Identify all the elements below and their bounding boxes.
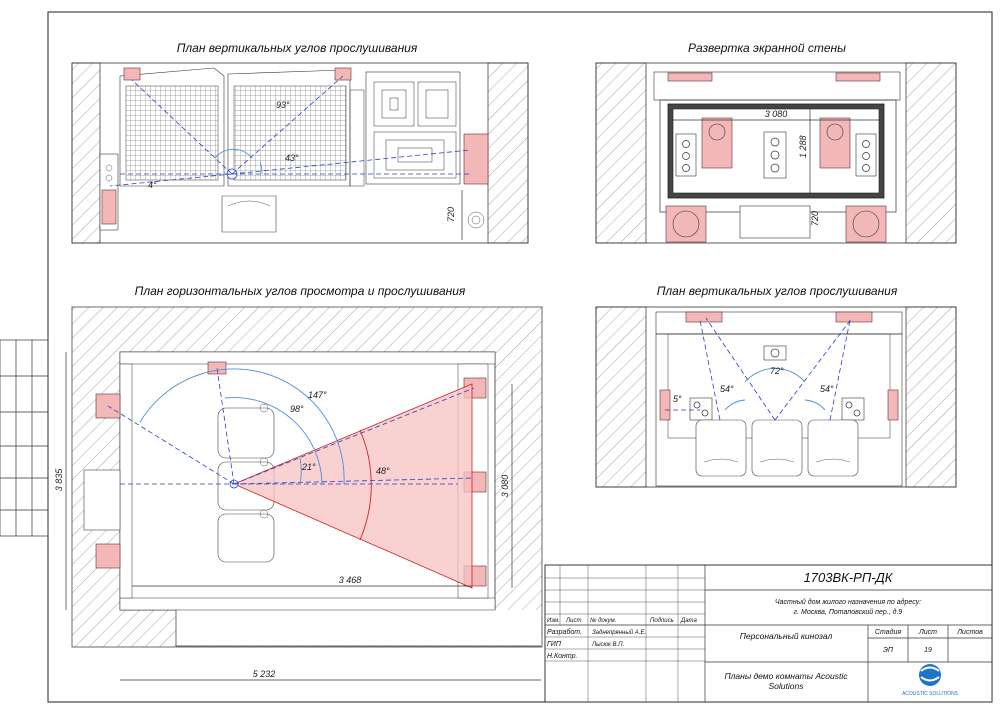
viewing-cone: [232, 383, 473, 589]
speaker: [123, 67, 141, 81]
sheet-label: Лист: [918, 629, 937, 636]
document-code: 1703ВК-РП-ДК: [804, 570, 894, 585]
angle-label: 72°: [770, 366, 784, 376]
seat-row: [695, 419, 859, 477]
angle-label: 54°: [720, 384, 734, 394]
header-signature: Подпись: [650, 618, 674, 624]
seat: [221, 195, 277, 233]
dimension-label: 3 080: [500, 475, 510, 498]
speaker: [95, 543, 121, 569]
speaker: [463, 133, 489, 185]
margin-stamp: [0, 339, 49, 537]
sheets-label: Листов: [956, 629, 983, 636]
sheet-value: 19: [924, 647, 932, 654]
header-date: Дата: [680, 618, 697, 624]
project-name: Персональный кинозал: [740, 631, 833, 641]
view-title: План вертикальных углов прослушивания: [177, 41, 418, 55]
angle-label: 54°: [820, 384, 834, 394]
subwoofer: [101, 189, 117, 225]
speaker: [334, 67, 352, 81]
angle-label: 147°: [308, 390, 327, 400]
dimension-label: 720: [446, 207, 456, 222]
company-logo: ACOUSTIC SOLUTIONS: [902, 664, 959, 697]
angle-label: 4°: [148, 180, 157, 190]
dimension-label: 3 080: [765, 109, 788, 119]
projector: [763, 345, 787, 361]
logo-text: ACOUSTIC SOLUTIONS: [902, 691, 959, 697]
view-bottom-left: План горизонтальных углов просмотра и пр…: [54, 284, 543, 681]
view-bottom-right: План вертикальных углов прослушивания: [595, 284, 957, 488]
angle-label: 48°: [376, 466, 390, 476]
view-title: План горизонтальных углов просмотра и пр…: [135, 284, 466, 298]
view-top-left: План вертикальных углов прослушивания: [71, 41, 529, 244]
stage-label: Стадия: [875, 628, 901, 636]
dimension-label: 3 835: [54, 468, 64, 492]
address-line-2: г. Москва, Потаповский пер., д.9: [794, 608, 903, 616]
angle-label: 93°: [276, 100, 290, 110]
view-title: План вертикальных углов прослушивания: [657, 284, 898, 298]
drawing-title-line-1: Планы демо комнаты Acoustic: [724, 671, 848, 681]
view-title: Развертка экранной стены: [688, 41, 846, 55]
stage-value: ЭП: [883, 647, 894, 654]
header-doc: № докум.: [590, 617, 616, 624]
angle-label: 5°: [673, 394, 682, 404]
angle-label: 98°: [290, 404, 304, 414]
angle-label: 43°: [285, 153, 299, 163]
role-norm-control: Н.Контр.: [547, 653, 578, 660]
dimension-label: 1 288: [798, 135, 808, 158]
header-izm: Изм.: [547, 618, 560, 624]
address-line-1: Частный дом жилого назначения по адресу:: [775, 598, 921, 606]
center-speaker: [763, 131, 787, 179]
side-speaker-left: [675, 133, 697, 177]
role-gip: ГИП: [547, 641, 562, 648]
name-developer: Заднепрянный А.Е.: [592, 629, 646, 636]
speaker: [207, 361, 227, 375]
dimension-label: 5 232: [253, 669, 276, 679]
angle-label: 21°: [301, 462, 316, 472]
header-list: Лист: [565, 618, 581, 624]
dimension-label: 3 468: [339, 575, 362, 585]
dimension-label: 720: [810, 211, 820, 226]
view-top-right: Развертка экранной стены: [595, 41, 957, 244]
drawing-title-line-2: Solutions: [769, 681, 805, 691]
role-developer: Разработ.: [547, 628, 582, 636]
acoustic-panels: [119, 67, 461, 187]
name-gip: Лысюк В.П.: [591, 642, 624, 648]
side-speaker-right: [855, 133, 877, 177]
title-block: Изм. Лист № докум. Подпись Дата Разработ…: [544, 564, 993, 703]
